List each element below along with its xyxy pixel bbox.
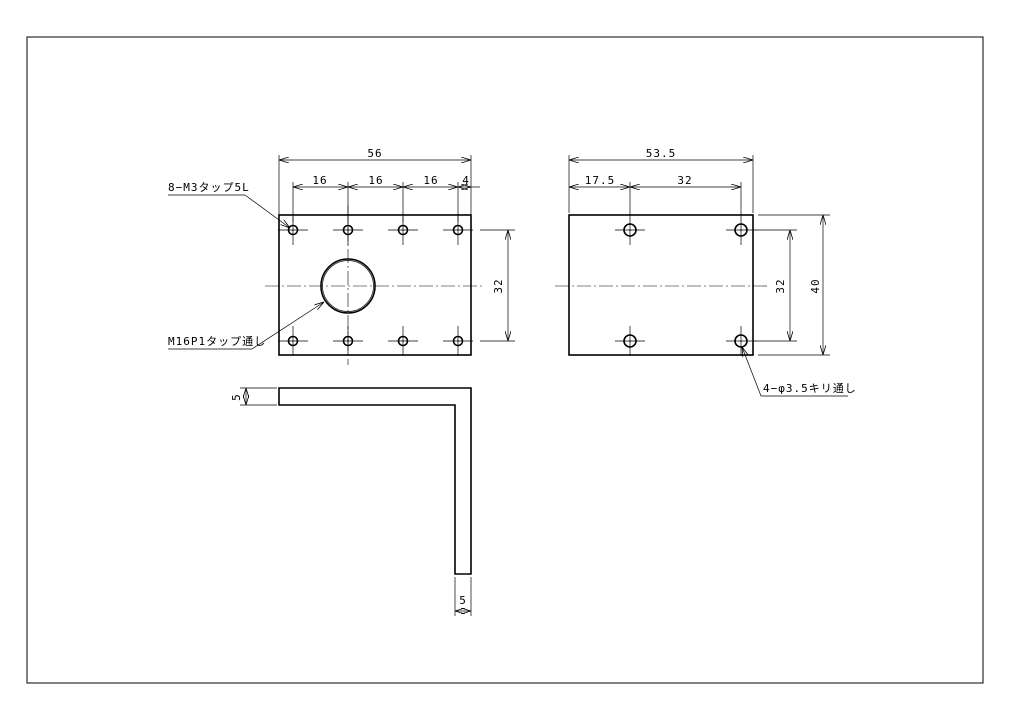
- dim-edge-offset: 4: [462, 174, 470, 187]
- m3-tapped-hole: [278, 326, 308, 356]
- dim-pitch: 16: [312, 174, 327, 187]
- m3-tapped-holes: [278, 215, 473, 356]
- plate-outline: [278, 214, 472, 356]
- dim-top-thickness: 5: [230, 393, 243, 401]
- dim-side-thickness: 5: [459, 594, 467, 607]
- dim-overall-width: 53.5: [646, 147, 677, 160]
- dim-hole-pitch-horizontal: 32: [677, 174, 692, 187]
- plate-outline: [568, 214, 754, 356]
- m16-tapped-hole: [320, 258, 376, 314]
- dim-overall-height: 40: [809, 278, 822, 293]
- through-holes: [615, 215, 756, 356]
- m3-tapped-hole: [388, 326, 418, 356]
- front-view: 56 16 16 16 4 32 8−M3タップ5L M16P1タップ通し: [168, 147, 515, 365]
- dim-hole-pitch-vertical: 32: [774, 278, 787, 293]
- m3-tapped-hole: [443, 326, 473, 356]
- dim-edge-offset: 17.5: [585, 174, 616, 187]
- section-view: 5 5: [230, 387, 472, 616]
- dimension-lines: [168, 155, 515, 350]
- angle-profile: [278, 387, 472, 575]
- through-hole: [615, 215, 645, 245]
- through-hole: [726, 215, 756, 245]
- holes-note: 4−φ3.5キリ通し: [763, 382, 857, 395]
- dim-pitch: 16: [423, 174, 438, 187]
- dim-overall-width: 56: [367, 147, 382, 160]
- m3-tapped-hole: [333, 326, 363, 356]
- through-hole: [726, 326, 756, 356]
- side-view: 53.5 17.5 32 32 40 4−φ3.5キリ通し: [555, 147, 857, 397]
- sheet-border: [26, 36, 984, 684]
- dim-pitch: 16: [368, 174, 383, 187]
- dimension-lines: [568, 155, 848, 397]
- tapped-holes-note: 8−M3タップ5L: [168, 181, 250, 194]
- through-hole: [615, 326, 645, 356]
- dimension-lines: [240, 387, 472, 616]
- center-hole-note: M16P1タップ通し: [168, 335, 266, 348]
- dim-hole-pitch-vertical: 32: [492, 278, 505, 293]
